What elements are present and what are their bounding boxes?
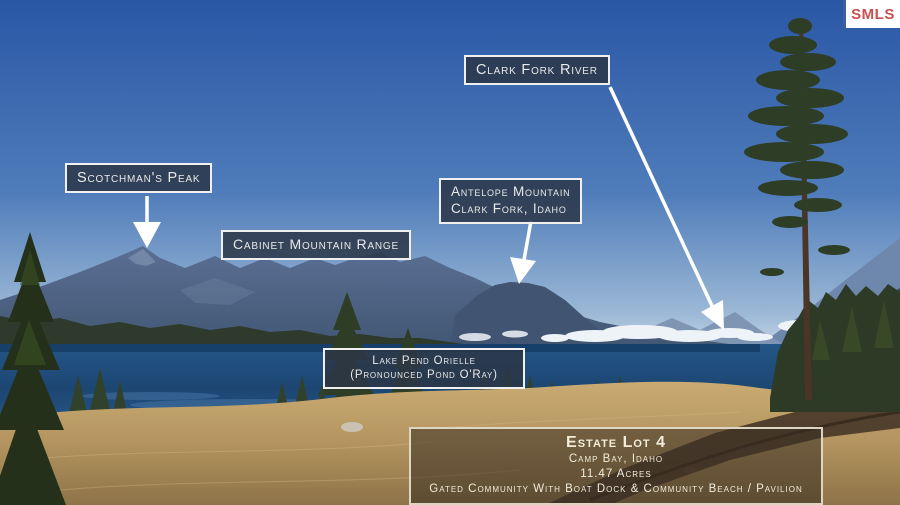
callout-lake-line1: Lake Pend Orielle	[372, 355, 476, 367]
callout-lake-pend-orielle: Lake Pend Orielle (Pronounced Pond O'Ray…	[323, 348, 525, 389]
estate-title: Estate Lot 4	[566, 434, 666, 451]
callout-antelope-line1: Antelope Mountain	[451, 184, 571, 199]
callout-lake-line2: (Pronounced Pond O'Ray)	[350, 369, 498, 382]
callout-antelope-line2: Clark Fork, Idaho	[451, 200, 567, 216]
callout-scotchmans-peak: Scotchman's Peak	[65, 163, 213, 194]
estate-acreage: 11.47 Acres	[580, 468, 652, 481]
mountain-snow-patch	[128, 249, 156, 266]
callout-antelope-mountain: Antelope Mountain Clark Fork, Idaho	[439, 178, 583, 224]
right-forest	[770, 284, 900, 412]
rock	[341, 422, 363, 432]
estate-amenities: Gated Community With Boat Dock & Communi…	[429, 483, 803, 496]
right-forest-highlight	[812, 300, 894, 360]
callout-cabinet-mountain-range: Cabinet Mountain Range	[221, 230, 411, 260]
arrowhead-clark-fork-river	[701, 300, 724, 330]
tall-pine-tree	[744, 18, 850, 400]
mountain-rock-face	[180, 278, 255, 305]
estate-location: Camp Bay, Idaho	[568, 453, 664, 466]
arrowhead-antelope-mountain	[510, 257, 536, 284]
arrow-antelope-mountain	[522, 220, 533, 261]
arrowhead-scotchmans-peak	[133, 222, 161, 248]
smls-watermark: SMLS	[843, 0, 900, 28]
left-conifer-tree	[0, 232, 66, 505]
callout-arrows	[133, 86, 724, 330]
estate-info-box: Estate Lot 4 Camp Bay, Idaho 11.47 Acres…	[409, 427, 823, 505]
arrow-clark-fork-river	[608, 86, 715, 309]
callout-clark-fork-river: Clark Fork River	[464, 55, 610, 86]
